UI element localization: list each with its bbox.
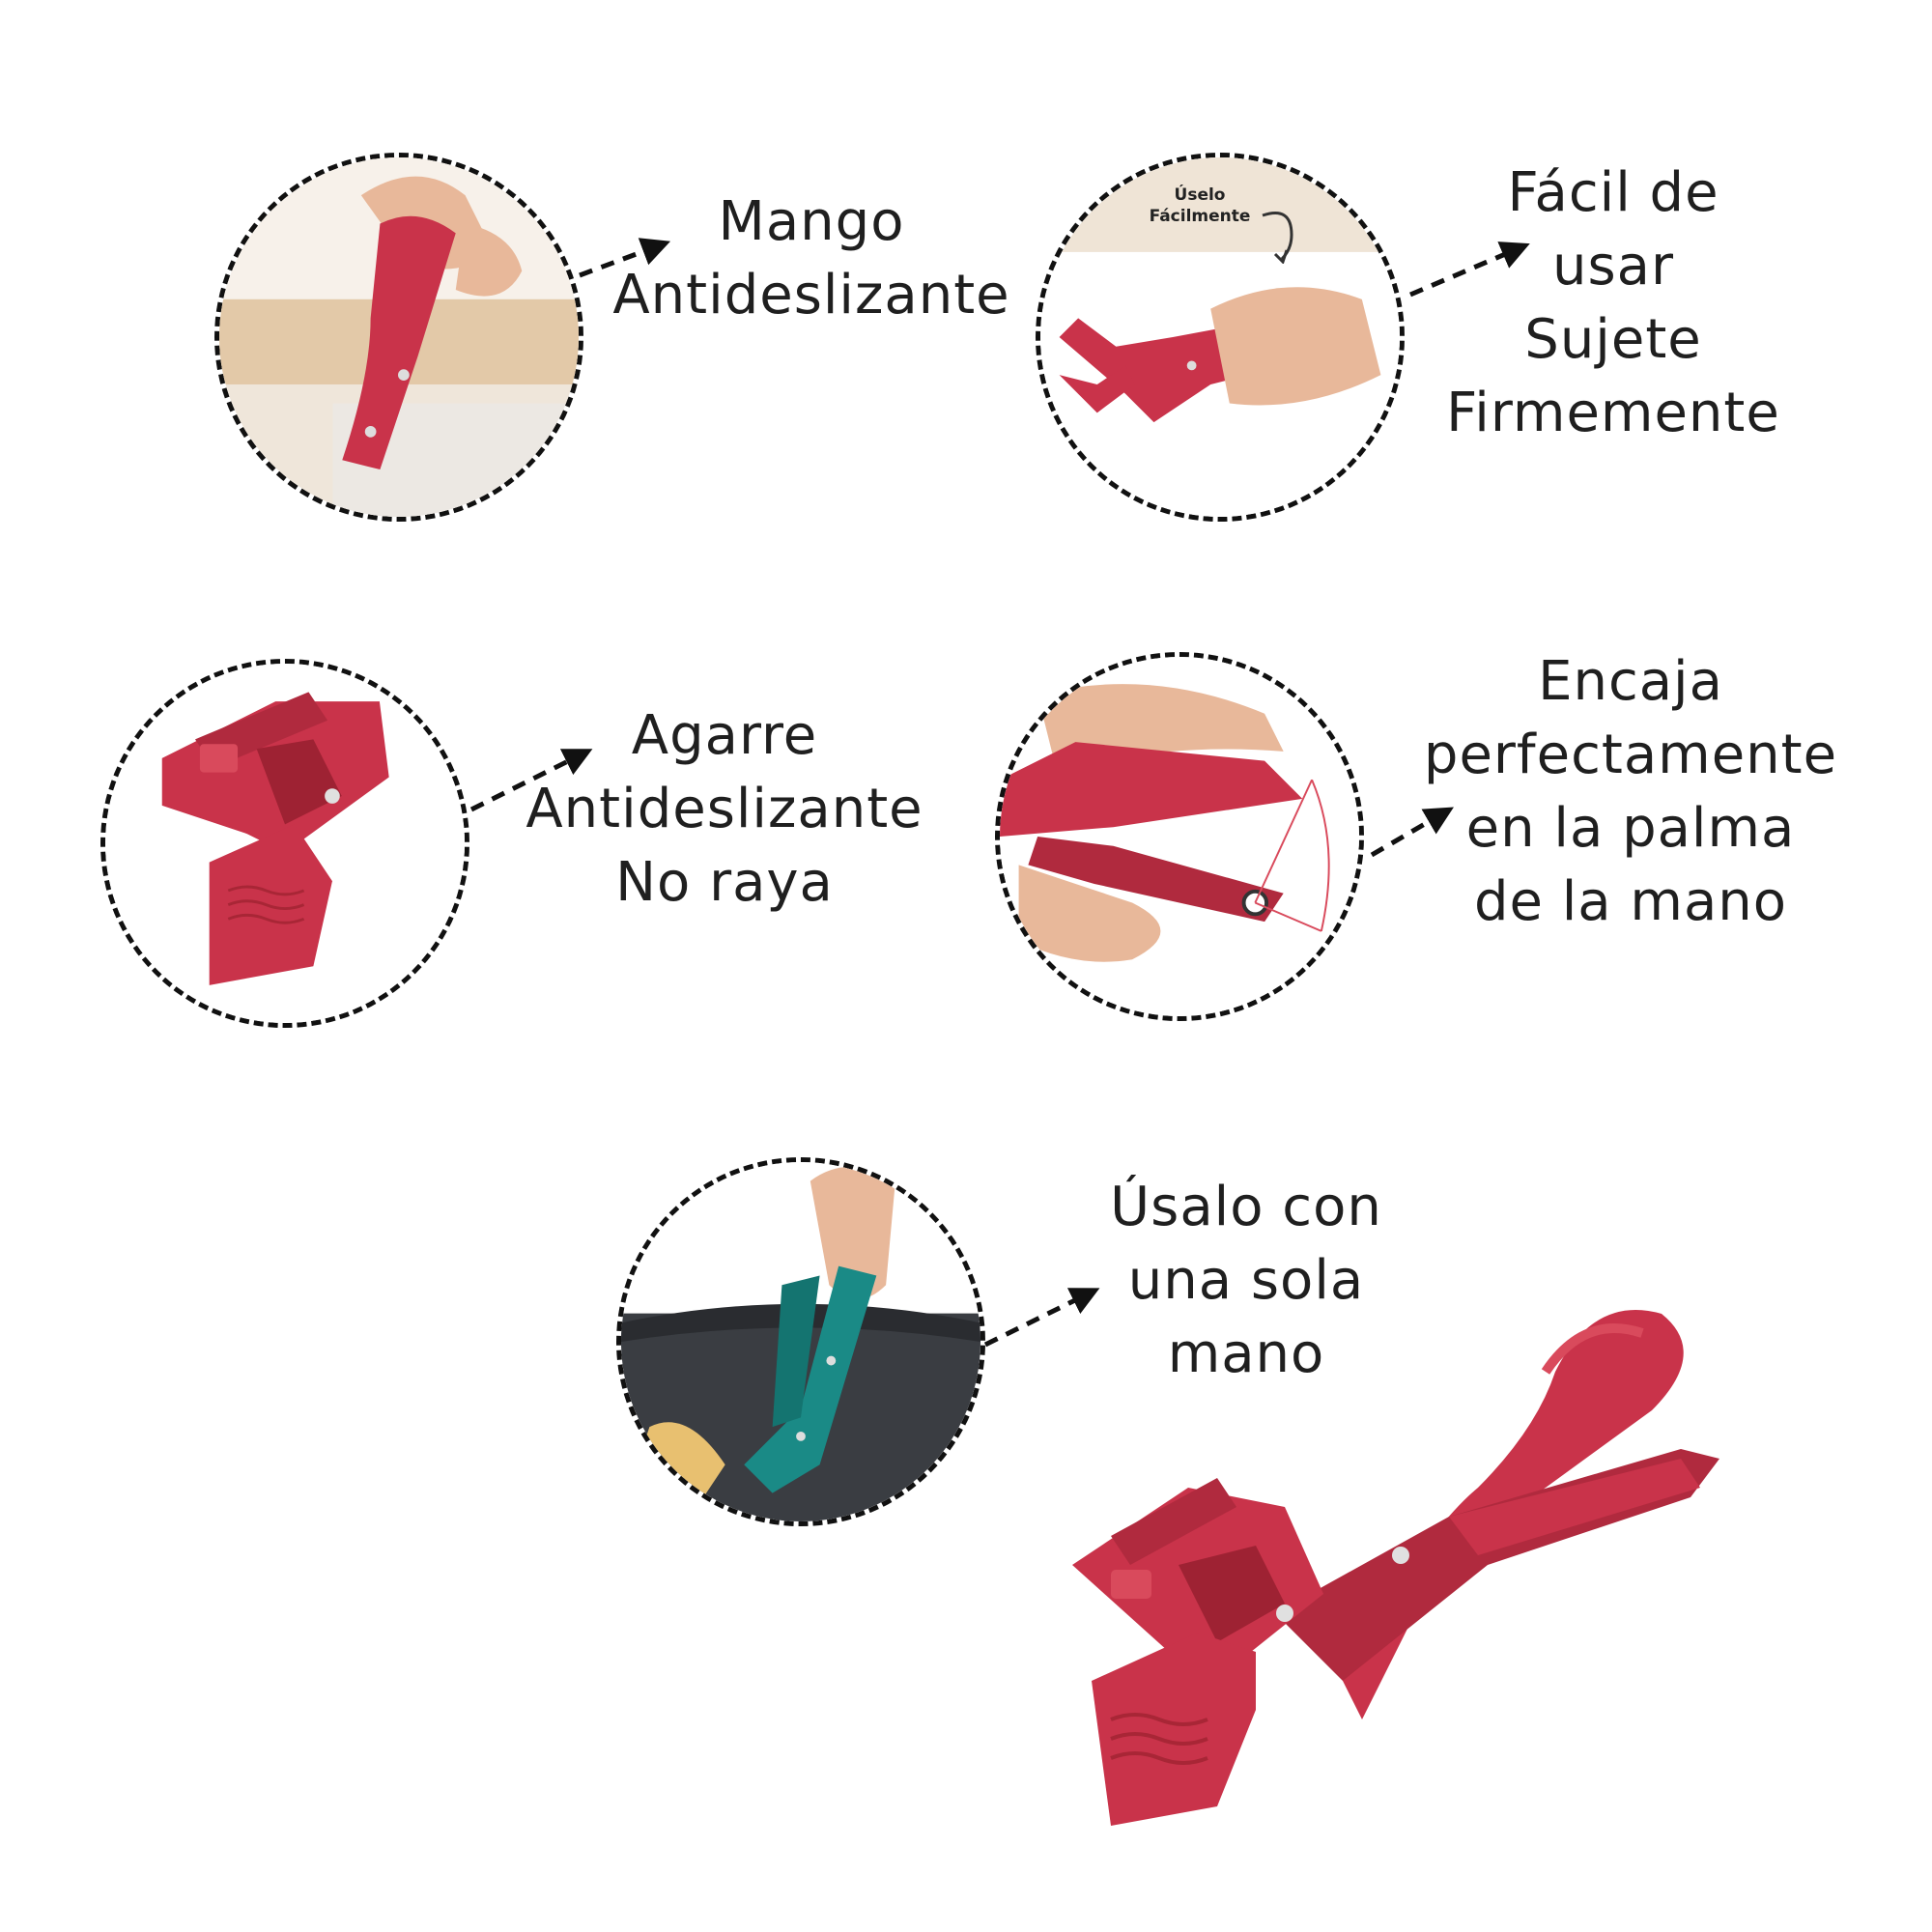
caption-line: Agarre — [631, 704, 818, 767]
caption-line: Antideslizante — [612, 264, 1010, 327]
feature-photo-5 — [616, 1157, 985, 1526]
caption-line: de la mano — [1473, 870, 1788, 933]
feature-caption-4: Encaja perfectamente en la palma de la m… — [1408, 645, 1853, 939]
feature-photo-4 — [995, 652, 1364, 1021]
clip-closeup-photo — [105, 664, 465, 1023]
caption-line: Antideslizante — [526, 778, 923, 840]
photo-label: Úselo Fácilmente — [1132, 185, 1267, 227]
feature-photo-1 — [214, 153, 583, 522]
palm-fit-photo — [1000, 657, 1359, 1016]
teal-clip-on-pan-photo — [621, 1162, 980, 1521]
caption-line: mano — [1167, 1322, 1325, 1385]
feature-caption-5: Úsalo con una sola mano — [1063, 1171, 1430, 1391]
caption-line: Fácil de — [1507, 161, 1719, 224]
feature-photo-3 — [100, 659, 469, 1028]
hand-gripping-clip-photo — [1040, 157, 1400, 517]
red-handle-photo — [219, 157, 579, 517]
feature-caption-2: Fácil de usar Sujete Firmemente — [1410, 156, 1816, 450]
caption-line: Sujete — [1524, 308, 1702, 371]
caption-line: Úsalo con — [1110, 1176, 1382, 1238]
photo-label-line: Úselo — [1174, 185, 1226, 205]
caption-line: Encaja — [1538, 650, 1723, 713]
photo-label-line: Fácilmente — [1149, 207, 1251, 226]
caption-line: perfectamente — [1423, 724, 1838, 786]
caption-line: usar — [1551, 235, 1674, 298]
feature-caption-3: Agarre Antideslizante No raya — [502, 699, 947, 920]
caption-line: en la palma — [1465, 797, 1796, 860]
curved-arrow-icon — [1262, 212, 1293, 264]
caption-line: Mango — [718, 190, 905, 253]
feature-caption-1: Mango Antideslizante — [594, 185, 1029, 332]
product-clip-illustration — [1072, 1310, 1719, 1826]
caption-line: No raya — [615, 851, 834, 914]
caption-line: Firmemente — [1446, 382, 1780, 444]
feature-photo-2: Úselo Fácilmente — [1036, 153, 1405, 522]
caption-line: una sola — [1127, 1249, 1365, 1312]
